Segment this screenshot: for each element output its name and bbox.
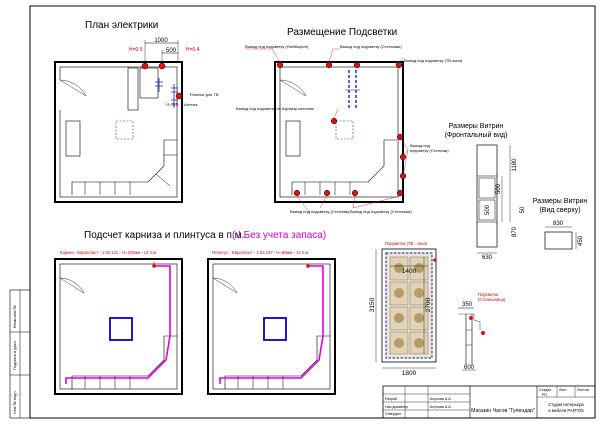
tb-col-sheet: Лист <box>559 388 567 392</box>
side-strip: Инв.№ подл. Подпись и дата Взам.инв.№ <box>9 289 31 419</box>
dim-1400: 1400 <box>402 268 417 275</box>
lighting-title: Размещение Подсветки <box>287 27 397 38</box>
ceiling-detail: Подсветка (ТВ - зона) 1400 2700 3150 180… <box>369 241 437 377</box>
tb-name2: Ахунова А.А. <box>430 405 452 409</box>
label-h04: H=0.4 <box>186 47 200 53</box>
dim-2700: 2700 <box>425 297 432 312</box>
tb-row1: Разраб. <box>385 397 398 401</box>
cornice-plan-2: Плинтус - Европласт - 1.53.107 - H=60мм … <box>207 250 336 395</box>
lighting-label-5a: Вывод под <box>410 143 431 148</box>
label-h09: H=0.9 <box>129 47 143 53</box>
tb-name1: Ахунова А.А. <box>430 397 452 401</box>
lighting-label-7: Вывод под подсветку (Стеллажи) <box>350 209 412 214</box>
showcase-top-subtitle: (Вид сверху) <box>539 207 580 214</box>
electrics-plan: 1000 500 H=0.9 H=0.4 Розетки для ТВ H=1.… <box>54 38 219 203</box>
dim-500a: 500 <box>496 183 502 194</box>
showcase-top-view: 830 450 <box>544 221 584 250</box>
tb-studio-2: и мебели PAFFOS <box>548 408 584 413</box>
lighting-label-4: Вывод под подсветку по Карнизу колонны <box>236 106 314 111</box>
tb-row2: Нач.дизайнер <box>385 405 408 409</box>
dim-3150: 3150 <box>369 297 376 312</box>
dim-500: 500 <box>166 48 177 54</box>
shelf-label-1: Подсветка <box>478 292 499 297</box>
side-strip-inv: Инв.№ подл. <box>12 390 17 414</box>
tb-col-sheets: Листов <box>577 388 589 392</box>
lighting-plan: Вывод под подсветку (Люйбофон) Вывод под… <box>236 44 463 214</box>
lighting-label-1: Вывод под подсветку (Люйбофон) <box>245 44 309 49</box>
dim-50: 50 <box>520 206 526 213</box>
tb-studio-1: Студия интерьера <box>548 402 584 407</box>
tb-stage: РП <box>542 393 547 397</box>
lighting-label-5b: подсветку (Стеллаж) <box>410 148 449 153</box>
label-h15: H=1.5 <box>166 102 179 107</box>
sheet-frame <box>29 5 596 419</box>
dim-500b: 500 <box>485 204 491 215</box>
showcase-front-view: 1180 500 500 50 870 630 <box>476 144 526 261</box>
cornice-label-1: Карниз - Европласт - 1.50.121 - H=100мм … <box>60 250 157 255</box>
tb-project: Магазин Часов "Гулендар" <box>471 408 535 414</box>
lighting-label-3: Вывод под подсветку (ТВ-зона) <box>404 58 463 63</box>
dim-630: 630 <box>482 255 493 261</box>
dim-1000: 1000 <box>154 38 168 44</box>
showcase-front-subtitle: (Фронтальный вид) <box>445 131 508 139</box>
dim-870: 870 <box>512 226 518 237</box>
shelf-detail: Подсветка (Столешница) 350 600 <box>458 292 506 371</box>
ceiling-label: Подсветка (ТВ - зона) <box>385 241 428 246</box>
dim-600: 600 <box>464 365 475 371</box>
electrics-title: План электрики <box>85 20 158 31</box>
dim-450: 450 <box>578 235 584 246</box>
cornice-label-2: Плинтус - Европласт - 1.53.107 - H=60мм … <box>212 250 309 255</box>
label-socket-tv: Розетки для ТВ <box>190 92 219 97</box>
dim-1180: 1180 <box>512 158 518 172</box>
dim-350: 350 <box>462 302 473 308</box>
side-strip-sign: Подпись и дата <box>12 340 17 370</box>
tb-col-stage: Стадия <box>539 388 551 392</box>
cornice-plan-1: Карниз - Европласт - 1.50.121 - H=100мм … <box>54 250 183 395</box>
showcase-front-title: Размеры Витрин <box>449 123 504 130</box>
cornice-note: ( ! Без учета запаса) <box>232 230 326 241</box>
shelf-label-2: (Столешница) <box>478 297 506 302</box>
side-strip-replace: Взам.инв.№ <box>12 305 17 328</box>
dim-830: 830 <box>553 221 564 227</box>
showcase-top-title: Размеры Витрин <box>533 198 588 205</box>
tb-row3: Утвердил <box>385 412 401 416</box>
title-block: Разраб. Нач.дизайнер Утвердил Ахунова А.… <box>382 385 596 419</box>
label-antenna: Антена <box>184 102 198 107</box>
lighting-label-6: Вывод под подсветку (Стеллаж) <box>290 209 350 214</box>
cornice-title: Подсчет карниза и плинтуса в п.м. <box>84 230 244 241</box>
dim-1800: 1800 <box>402 370 417 377</box>
lighting-label-2: Вывод под подсветку (Стеллажи) <box>340 44 402 49</box>
